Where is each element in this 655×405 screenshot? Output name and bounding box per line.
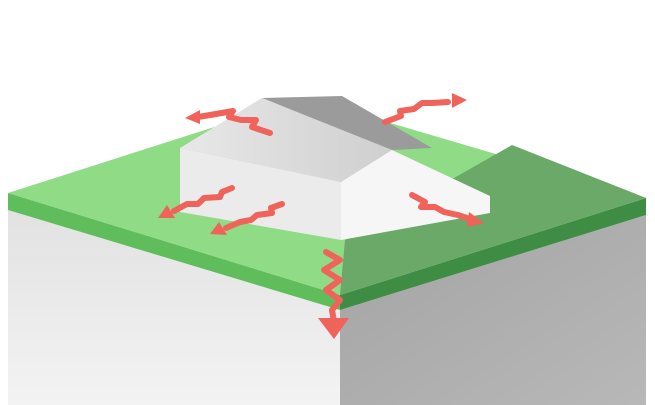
soil-right-face xyxy=(340,215,646,405)
heat-flow-arrows xyxy=(158,93,484,339)
heat-flow-arrow-gable-right-icon xyxy=(409,192,484,227)
heat-flow-arrow-front-left-icon xyxy=(158,185,235,218)
heat-flow-arrow-upper-left-icon xyxy=(185,108,273,136)
roof-back-slope xyxy=(262,96,432,150)
heat-flow-arrow-down-into-ground-icon xyxy=(318,249,349,339)
house-front-wall xyxy=(180,148,341,240)
heat-flow-arrow-upper-right-icon xyxy=(382,93,467,125)
grass-front-edge xyxy=(8,193,340,310)
grass-right-edge xyxy=(340,198,646,310)
heat-flow-arrow-front-center-icon xyxy=(210,201,285,235)
house-shadow-on-grass xyxy=(340,145,646,295)
soil-front-face xyxy=(8,210,340,405)
